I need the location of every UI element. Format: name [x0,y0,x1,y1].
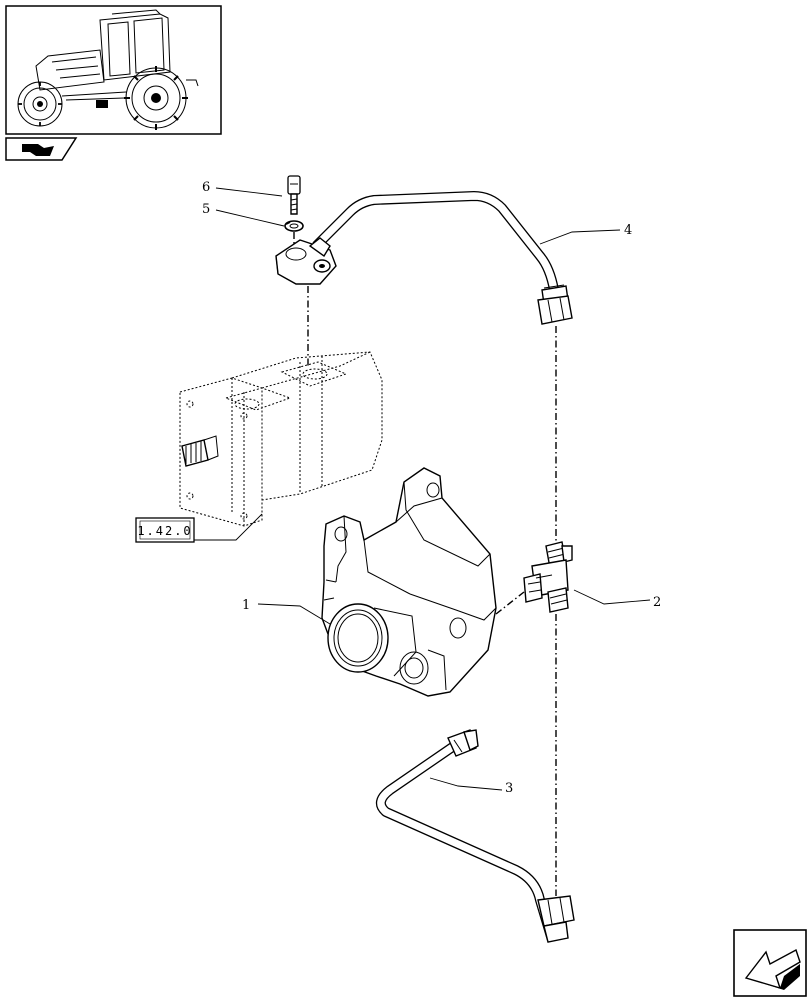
callout-5: 5 [202,202,210,217]
reference-box[interactable]: 1.42.0 [135,517,195,543]
callout-4: 4 [624,223,632,238]
callout-2: 2 [653,595,661,610]
upper-pipe-part-4 [312,191,573,325]
washer-part-5 [284,220,304,232]
tee-fitting-part-2 [523,541,573,613]
section-arrow-icon[interactable] [5,137,78,161]
callout-3: 3 [505,781,513,796]
callout-1: 1 [242,598,250,613]
banjo-fitting [275,237,337,285]
hydraulic-pump-outline [179,351,383,527]
lower-pipe-part-3 [375,729,575,943]
callout-6: 6 [202,180,210,195]
navigation-arrow-icon[interactable] [733,929,807,997]
pump-housing-part-1 [321,467,497,697]
reference-box-label: 1.42.0 [137,524,192,538]
tractor-thumbnail-icon[interactable] [5,5,222,135]
screw-part-6 [287,175,301,215]
